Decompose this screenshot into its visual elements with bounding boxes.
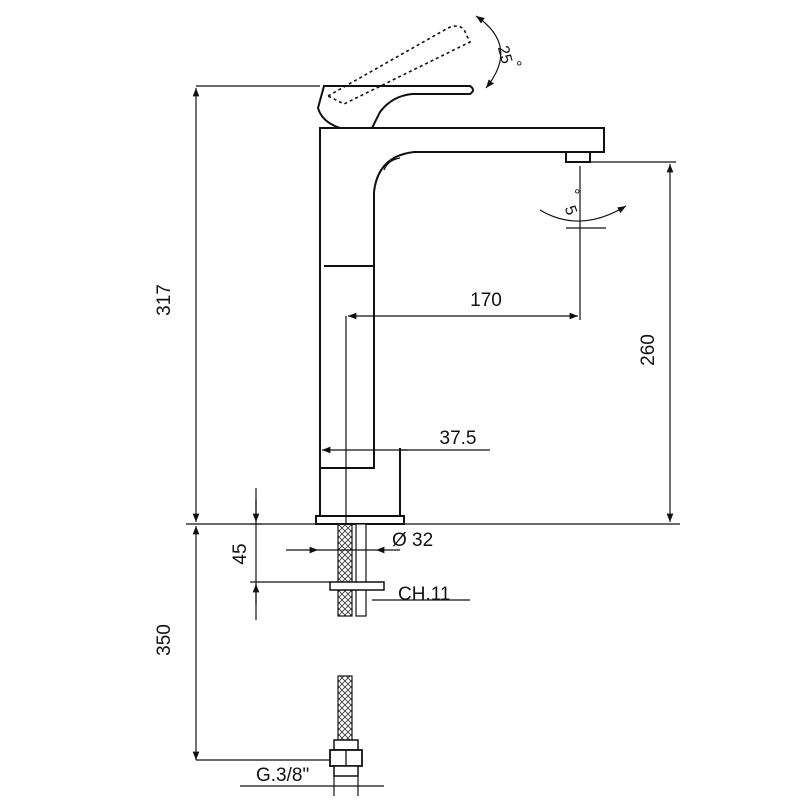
mounting-hardware [329, 523, 385, 777]
dim-5deg-arc [539, 205, 627, 222]
label-5-degree: ° [574, 187, 580, 204]
label-5: 5 [561, 203, 580, 217]
dimension-lines [192, 15, 676, 796]
label-thread: G.3/8" [256, 765, 309, 786]
lever-raised-outline [326, 25, 472, 105]
thread-end [333, 765, 359, 777]
spout-inner-line [383, 157, 401, 171]
label-25: 25 [494, 44, 515, 66]
label-170: 170 [470, 290, 502, 311]
label-37-5: 37.5 [440, 428, 477, 449]
label-25-degree: ° [516, 59, 522, 76]
lower-body [319, 448, 401, 517]
dim-25deg-arc [475, 15, 502, 89]
hose-connector [333, 739, 359, 751]
faucet-body [315, 25, 605, 525]
label-317: 317 [154, 284, 175, 316]
label-45: 45 [230, 543, 251, 564]
label-260: 260 [638, 334, 659, 366]
lever-outline [316, 85, 474, 129]
label-ch11: CH.11 [398, 584, 450, 605]
threaded-rod [355, 523, 367, 617]
label-32: Ø 32 [392, 530, 433, 551]
label-350: 350 [154, 624, 175, 656]
base-plate [315, 515, 405, 525]
hose-lower [337, 675, 353, 749]
fixing-nut [329, 581, 385, 591]
aerator [565, 151, 591, 163]
spout-outline [319, 127, 605, 469]
hose-upper [337, 523, 353, 617]
